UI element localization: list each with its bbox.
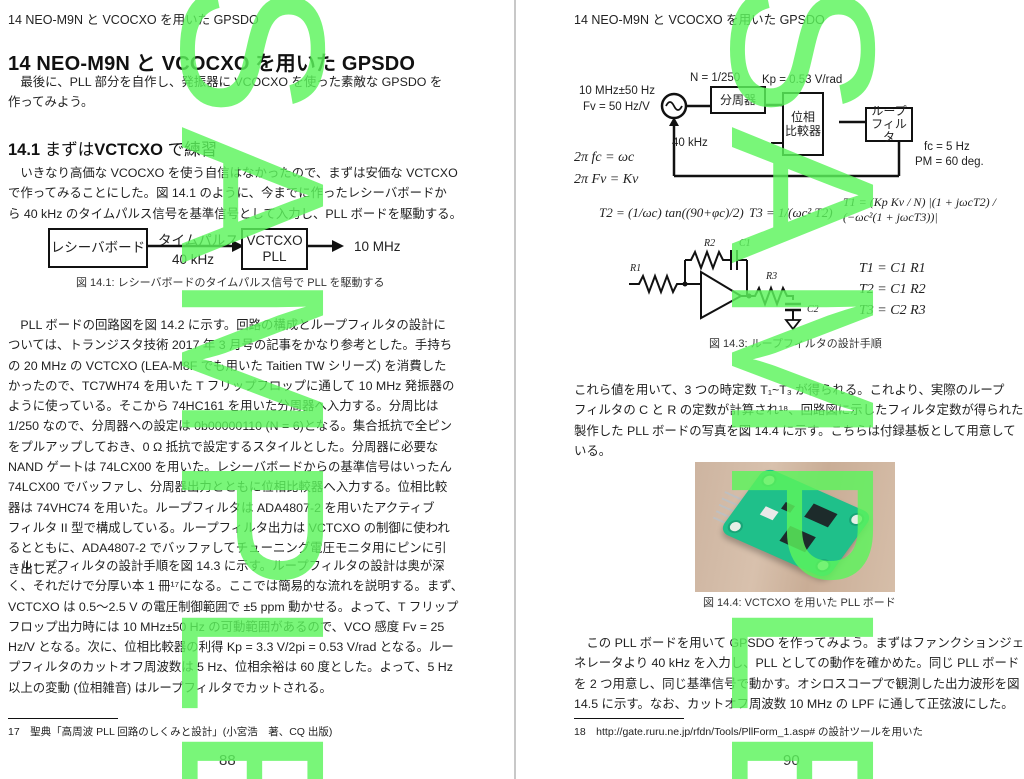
arrow-icon	[146, 240, 244, 252]
relation-t2: T2 = C1 R2	[859, 282, 926, 297]
footnote-18: 18 http://gate.ruru.ne.jp/rfdn/Tools/Pll…	[574, 726, 923, 738]
paragraph-2: PLL ボードの回路図を図 14.2 に示す。回路の構成とループフィルタの設計に…	[8, 318, 455, 576]
figure-caption: 図 14.1: レシーバボードのタイムパルス信号で PLL を駆動する	[76, 277, 385, 289]
pcb	[718, 466, 874, 580]
running-head: 14 NEO-M9N と VCOCXO を用いた GPSDO	[574, 13, 825, 27]
intro-paragraph: 最後に、PLL 部分を自作し、発振器に VCOCXO を使った素敵な GPSDO…	[8, 75, 443, 110]
divider-box: 分周器	[710, 86, 766, 114]
figure-caption: 図 14.4: VCTCXO を用いた PLL ボード	[703, 597, 896, 609]
page-number: 90	[783, 752, 800, 769]
page-divider	[514, 0, 516, 779]
chapter-title: 14 NEO-M9N と VCOCXO を用いた GPSDO	[8, 53, 416, 75]
freq-40khz-label: 40 kHz	[172, 252, 215, 267]
timepulse-label: タイムパルス	[158, 233, 239, 248]
equation-t3: T3 = 1/(ωc² T2)	[749, 205, 833, 220]
loop-filter-box: ループ フィルタ	[865, 105, 913, 144]
running-head: 14 NEO-M9N と VCOCXO を用いた GPSDO	[8, 13, 259, 27]
paragraph-3: ループフィルタの設計手順を図 14.3 に示す。ループフィルタの設計は奥が深 く…	[8, 559, 464, 695]
pll-board-photo	[695, 462, 895, 592]
page-88: 14 NEO-M9N と VCOCXO を用いた GPSDO 14 NEO-M9…	[8, 0, 464, 779]
relation-t3: T3 = C2 R3	[859, 303, 926, 318]
arrow-icon	[306, 240, 344, 252]
page-90: 14 NEO-M9N と VCOCXO を用いた GPSDO 10 MHz±50…	[517, 0, 1024, 779]
pll-loop-diagram	[660, 92, 901, 178]
output-10mhz-label: 10 MHz	[354, 239, 401, 254]
phase-comparator-box: 位相 比較器	[782, 92, 824, 156]
paragraph-1: これら値を用いて、3 つの時定数 T₁~T₃ が得られる。これより、実際のループ…	[574, 383, 1024, 458]
loop-filter-schematic	[629, 249, 802, 331]
page-number: 88	[219, 752, 236, 769]
equation-t2: T2 = (1/ωc) tan((90+φc)/2)	[599, 205, 744, 220]
figure-caption: 図 14.3: ループフィルタの設計手順	[709, 338, 882, 350]
relation-t1: T1 = C1 R1	[859, 261, 926, 276]
equation-omega-c: 2π fc = ωc	[574, 150, 635, 165]
footnote-rule	[8, 718, 118, 719]
paragraph-2: この PLL ボードを用いて GPSDO を作ってみよう。まずはファンクションジ…	[574, 636, 1024, 711]
paragraph-1: いきなり高価な VCOCXO を使う自信はなかったので、まずは安価な VCTCX…	[8, 166, 462, 221]
equation-t1: T1 = (Kp Kv / N) |(1 + jωcT2) / (−ωc²(1 …	[843, 195, 996, 224]
equation-kv: 2π Fv = Kv	[574, 172, 639, 187]
vctcxo-pll-box: VCTCXO PLL	[241, 228, 308, 270]
section-heading: 14.1 まずはVCTCXO で練習	[8, 141, 218, 159]
footnote-17: 17 聖典「高周波 PLL 回路のしくみと設計」(小宮浩 著、CQ 出版)	[8, 726, 333, 738]
footnote-rule	[574, 718, 684, 719]
receiver-board-box: レシーバボード	[48, 228, 148, 268]
